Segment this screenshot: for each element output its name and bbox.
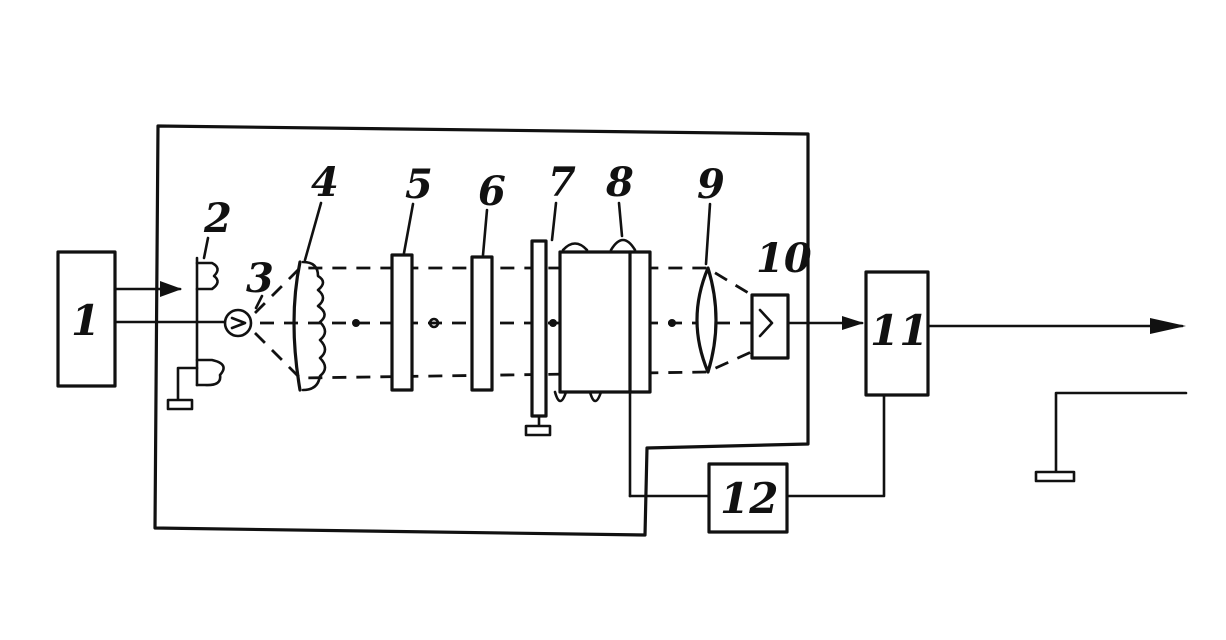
label-12: 12 (720, 474, 778, 523)
label-11: 11 (870, 306, 928, 355)
leader-8 (617, 201, 624, 238)
beam-envelope-top (254, 266, 761, 314)
beam-dot-4 (668, 319, 676, 327)
line-12-to-11 (785, 393, 886, 498)
right-ground-line (1054, 391, 1188, 474)
leader-7 (550, 201, 558, 242)
leader-6 (481, 208, 489, 257)
label-4: 4 (311, 159, 339, 206)
enclosure-frame (153, 124, 810, 537)
arrow-head-to-11 (842, 316, 864, 330)
beam-dot-1 (352, 319, 360, 327)
arrow-head-upper (160, 281, 182, 297)
leader-9 (704, 202, 712, 266)
label-2: 2 (203, 195, 232, 242)
element-10 (750, 293, 790, 360)
label-8: 8 (605, 159, 634, 206)
element-5 (390, 253, 414, 392)
label-3: 3 (246, 255, 274, 302)
right-ground-symbol (1034, 470, 1076, 483)
block-1: 1 (56, 250, 117, 388)
block-12: 12 (707, 462, 789, 534)
label-7: 7 (548, 159, 576, 206)
element-8 (553, 238, 652, 498)
element-7 (524, 239, 552, 437)
block-11: 11 (864, 270, 930, 397)
label-5: 5 (405, 161, 433, 208)
element-4 (292, 260, 327, 392)
beam-dot-2 (428, 317, 440, 329)
element-9 (695, 266, 718, 374)
leader-2 (202, 236, 210, 260)
leader-5 (402, 202, 415, 255)
leader-4 (303, 201, 323, 262)
beam-dot-3 (549, 319, 557, 327)
label-1: 1 (71, 296, 100, 345)
label-10: 10 (756, 235, 812, 282)
element-2 (166, 256, 225, 411)
leader-3 (254, 294, 264, 310)
output-arrow-head (1150, 318, 1186, 334)
beam-envelope-bottom (254, 332, 761, 380)
element-3 (223, 308, 253, 338)
element-6 (470, 255, 494, 392)
label-9: 9 (697, 161, 725, 208)
label-6: 6 (478, 168, 506, 215)
